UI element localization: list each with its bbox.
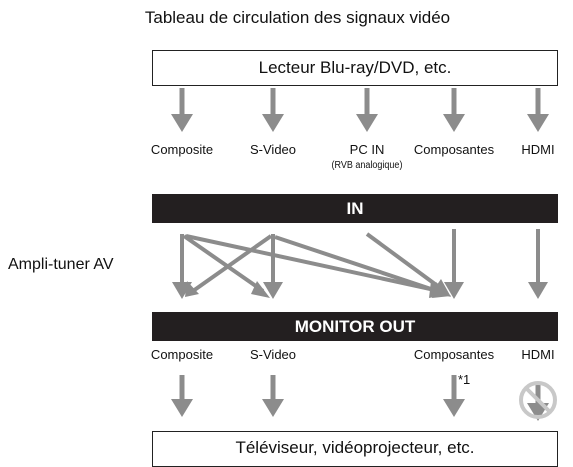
down-arrow-icon [262,88,284,132]
av-receiver-label: Ampli-tuner AV [8,256,114,273]
input-label-hdmi: HDMI [521,142,555,157]
down-arrow-icon [262,375,284,417]
prohibited-icon [519,381,557,421]
down-arrow-icon [356,88,378,132]
input-label-composantes: Composantes [413,142,495,157]
input-arrows [171,88,549,132]
down-arrow-icon [443,88,465,132]
monitor-out-bar: MONITOR OUT [152,312,558,341]
output-arrows [171,375,465,417]
down-arrow-icon [443,375,465,417]
input-label-pc-in: PC IN [349,142,385,157]
footnote-marker: *1 [458,372,471,387]
diagram-title: Tableau de circulation des signaux vidéo [144,8,451,27]
down-arrow-icon [171,88,193,132]
output-label-composantes: Composantes [413,347,495,362]
source-device-box: Lecteur Blu-ray/DVD, etc. [152,50,558,86]
down-arrow-icon [171,375,193,417]
input-label-composite: Composite [150,142,214,157]
down-arrow-icon [444,229,464,299]
conversion-arrows [172,229,548,299]
output-label-s-video: S-Video [249,347,297,362]
down-arrow-icon [528,229,548,299]
down-arrow-icon [527,88,549,132]
input-label-s-video: S-Video [249,142,297,157]
down-arrow-icon [263,234,283,299]
in-bar: IN [152,194,558,223]
output-label-hdmi: HDMI [521,347,555,362]
output-label-composite: Composite [150,347,214,362]
input-sublabel-pc-in: (RVB analogique) [331,160,403,171]
